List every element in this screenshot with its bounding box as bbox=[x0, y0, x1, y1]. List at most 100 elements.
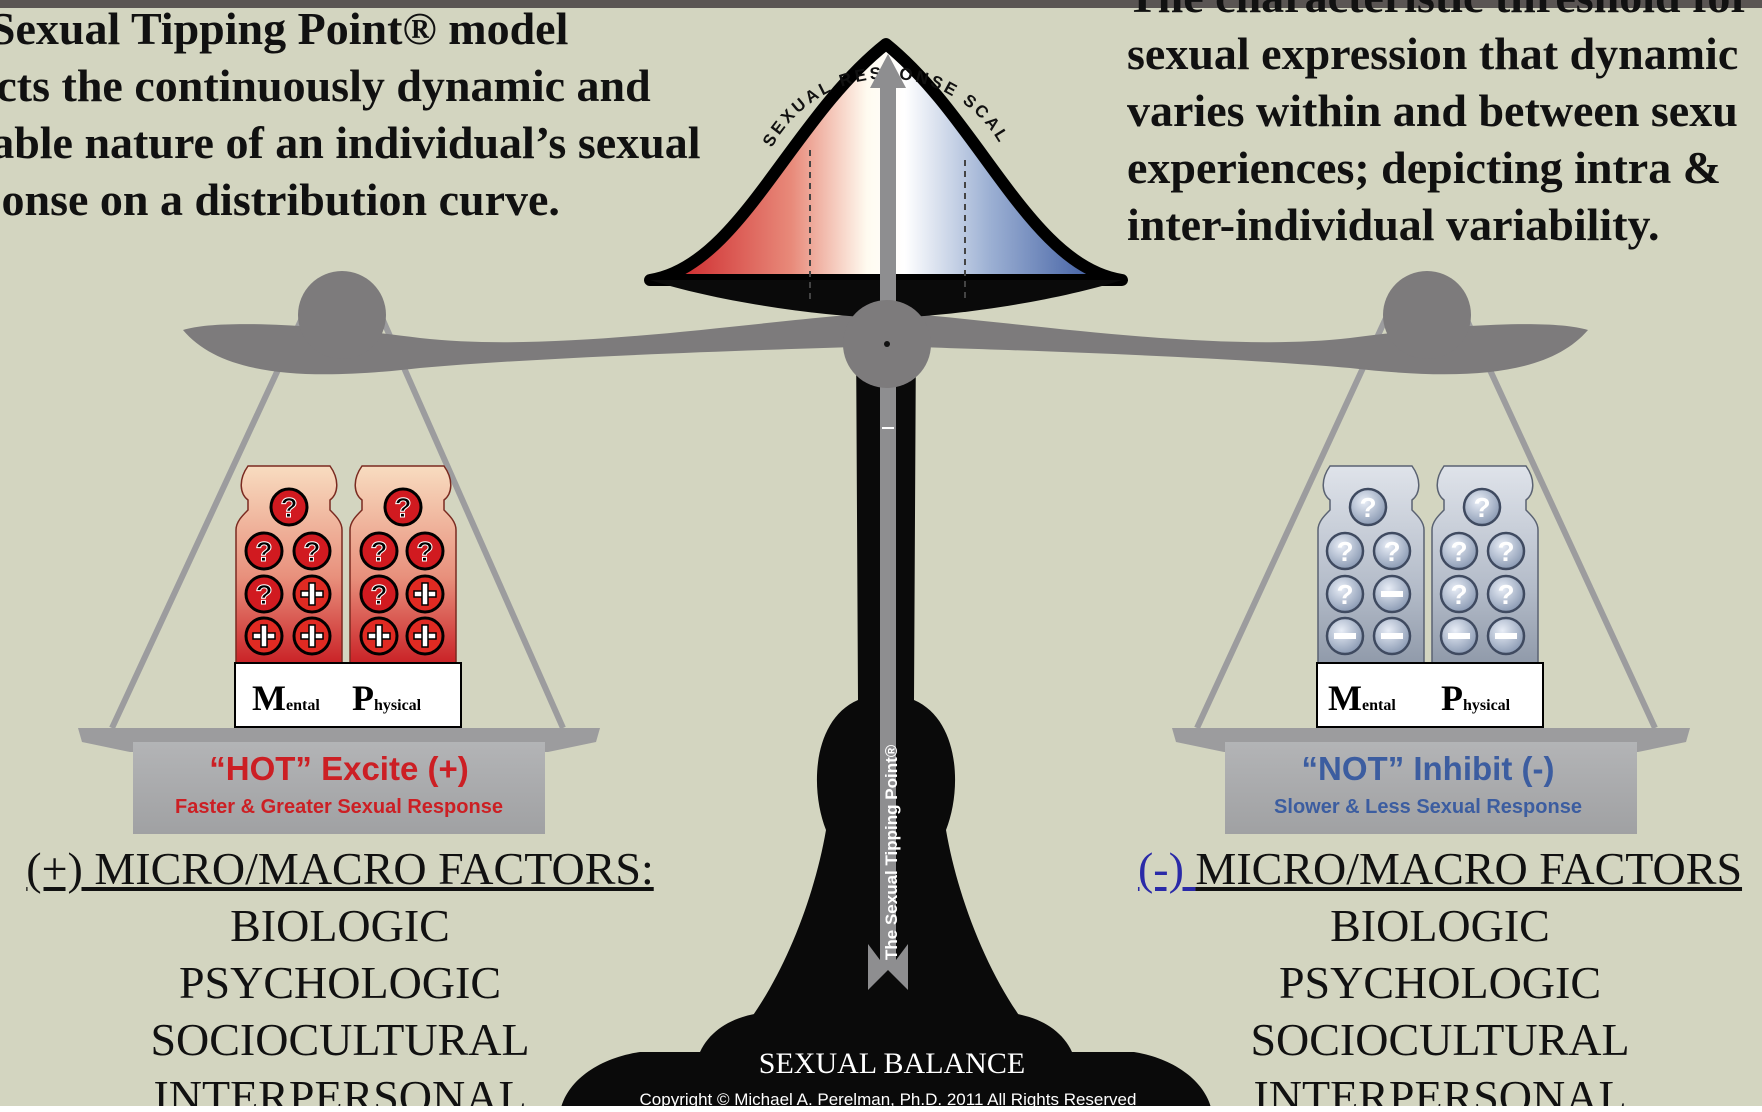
base-title: SEXUAL BALANCE bbox=[759, 1047, 1025, 1080]
question-token-icon: ? bbox=[1439, 531, 1479, 571]
threshold-description-line: The characteristic threshold for bbox=[1127, 0, 1751, 25]
left-pan-strings bbox=[109, 316, 566, 730]
left-weights-label-box: Mental Physical bbox=[234, 662, 462, 728]
plus-token-icon bbox=[405, 616, 445, 656]
factor-item: BIOLOGIC bbox=[1330, 900, 1550, 951]
factor-item: PSYCHOLOGIC bbox=[178, 957, 502, 1008]
svg-text:?: ? bbox=[1450, 579, 1467, 610]
inhibit-factors-list: (-) MICRO/MACRO FACTORS BIOLOGIC PSYCHOL… bbox=[1110, 840, 1762, 1112]
scale-base-top bbox=[700, 1012, 1072, 1052]
right-mental-label: Mental bbox=[1328, 678, 1396, 718]
left-weight-tokens: ???????? bbox=[244, 487, 445, 656]
inhibit-factors-heading: (-) MICRO/MACRO FACTORS bbox=[1110, 840, 1762, 897]
question-token-icon: ? bbox=[359, 531, 399, 571]
model-description: e Sexual Tipping Point® model picts the … bbox=[0, 0, 701, 228]
svg-text:?: ? bbox=[1383, 536, 1400, 567]
right-pan-strings bbox=[1194, 316, 1658, 730]
plus-token-icon bbox=[405, 574, 445, 614]
model-description-line: e Sexual Tipping Point® model bbox=[0, 3, 569, 54]
left-beam-knob bbox=[298, 271, 386, 359]
threshold-description-line: inter-individual variability. bbox=[1127, 199, 1660, 250]
arrow-head bbox=[870, 54, 906, 88]
scale-base bbox=[560, 1052, 1212, 1112]
svg-text:?: ? bbox=[1497, 579, 1514, 610]
threshold-description: The characteristic threshold for sexual … bbox=[1127, 0, 1751, 253]
model-description-line: sponse on a distribution curve. bbox=[0, 174, 560, 225]
factor-item: INTERPERSONAL bbox=[153, 1071, 527, 1112]
minus-token-icon bbox=[1486, 616, 1526, 656]
factor-item: PSYCHOLOGIC bbox=[1278, 957, 1602, 1008]
question-token-icon: ? bbox=[383, 487, 423, 527]
right-weights-label-box: Mental Physical bbox=[1316, 662, 1544, 728]
question-token-icon: ? bbox=[1348, 487, 1388, 527]
svg-text:?: ? bbox=[1359, 492, 1376, 523]
question-token-icon: ? bbox=[1439, 574, 1479, 614]
pivot-pin bbox=[884, 341, 890, 347]
pillar-label: The Sexual Tipping Point® bbox=[882, 744, 901, 960]
bottom-border bbox=[0, 1106, 1762, 1112]
question-token-icon: ? bbox=[244, 531, 284, 571]
minus-token-icon bbox=[1372, 616, 1412, 656]
svg-text:?: ? bbox=[1336, 579, 1353, 610]
question-token-icon: ? bbox=[1325, 531, 1365, 571]
svg-text:?: ? bbox=[255, 579, 272, 610]
plus-token-icon bbox=[244, 616, 284, 656]
right-weight-tokens: ????????? bbox=[1325, 487, 1526, 656]
hot-excite-title: “HOT” Excite (+) bbox=[209, 750, 468, 787]
minus-token-icon bbox=[1325, 616, 1365, 656]
tipping-point-arrow bbox=[868, 80, 908, 990]
threshold-description-line: varies within and between sexu bbox=[1127, 85, 1738, 136]
threshold-description-line: sexual expression that dynamic bbox=[1127, 28, 1739, 79]
threshold-description-line: experiences; depicting intra & bbox=[1127, 142, 1722, 193]
right-pan: “NOT” Inhibit (-) Slower & Less Sexual R… bbox=[1172, 728, 1690, 834]
inhibit-factors-heading-sign[interactable]: (-) bbox=[1137, 843, 1196, 894]
factor-item: BIOLOGIC bbox=[230, 900, 450, 951]
question-token-icon: ? bbox=[1372, 531, 1412, 571]
question-token-icon: ? bbox=[244, 574, 284, 614]
question-token-icon: ? bbox=[1486, 574, 1526, 614]
left-mental-label: Mental bbox=[252, 678, 320, 718]
right-beam-knob bbox=[1383, 271, 1471, 359]
svg-text:?: ? bbox=[370, 536, 387, 567]
excite-factors-heading: (+) MICRO/MACRO FACTORS: bbox=[26, 843, 654, 894]
question-token-icon: ? bbox=[359, 574, 399, 614]
svg-text:?: ? bbox=[1473, 492, 1490, 523]
not-inhibit-subtitle: Slower & Less Sexual Response bbox=[1274, 796, 1582, 818]
svg-text:?: ? bbox=[1497, 536, 1514, 567]
svg-text:?: ? bbox=[394, 492, 411, 523]
excite-factors-list: (+) MICRO/MACRO FACTORS: BIOLOGIC PSYCHO… bbox=[0, 840, 680, 1112]
svg-text:?: ? bbox=[1450, 536, 1467, 567]
factor-item: INTERPERSONAL bbox=[1253, 1071, 1627, 1112]
svg-text:?: ? bbox=[416, 536, 433, 567]
plus-token-icon bbox=[292, 616, 332, 656]
question-token-icon: ? bbox=[269, 487, 309, 527]
right-physical-label: Physical bbox=[1441, 678, 1511, 718]
inhibit-factors-heading-text: MICRO/MACRO FACTORS bbox=[1195, 843, 1743, 894]
svg-text:?: ? bbox=[303, 536, 320, 567]
minus-token-icon bbox=[1372, 574, 1412, 614]
question-token-icon: ? bbox=[292, 531, 332, 571]
hot-excite-subtitle: Faster & Greater Sexual Response bbox=[175, 796, 503, 818]
question-token-icon: ? bbox=[1325, 574, 1365, 614]
question-token-icon: ? bbox=[1486, 531, 1526, 571]
left-pan: “HOT” Excite (+) Faster & Greater Sexual… bbox=[78, 728, 600, 834]
svg-text:?: ? bbox=[1336, 536, 1353, 567]
question-token-icon: ? bbox=[1462, 487, 1502, 527]
not-inhibit-title: “NOT” Inhibit (-) bbox=[1302, 750, 1555, 787]
svg-text:?: ? bbox=[370, 579, 387, 610]
copyright-notice: Copyright © Michael A. Perelman, Ph.D. 2… bbox=[640, 1090, 1137, 1109]
factor-item: SOCIOCULTURAL bbox=[150, 1014, 530, 1065]
top-border bbox=[0, 0, 1762, 8]
model-description-line: picts the continuously dynamic and bbox=[0, 60, 651, 111]
plus-token-icon bbox=[359, 616, 399, 656]
model-description-line: riable nature of an individual’s sexual bbox=[0, 117, 701, 168]
plus-token-icon bbox=[292, 574, 332, 614]
minus-token-icon bbox=[1439, 616, 1479, 656]
svg-text:?: ? bbox=[280, 492, 297, 523]
factor-item: SOCIOCULTURAL bbox=[1250, 1014, 1630, 1065]
question-token-icon: ? bbox=[405, 531, 445, 571]
svg-text:?: ? bbox=[255, 536, 272, 567]
left-physical-label: Physical bbox=[352, 678, 422, 718]
